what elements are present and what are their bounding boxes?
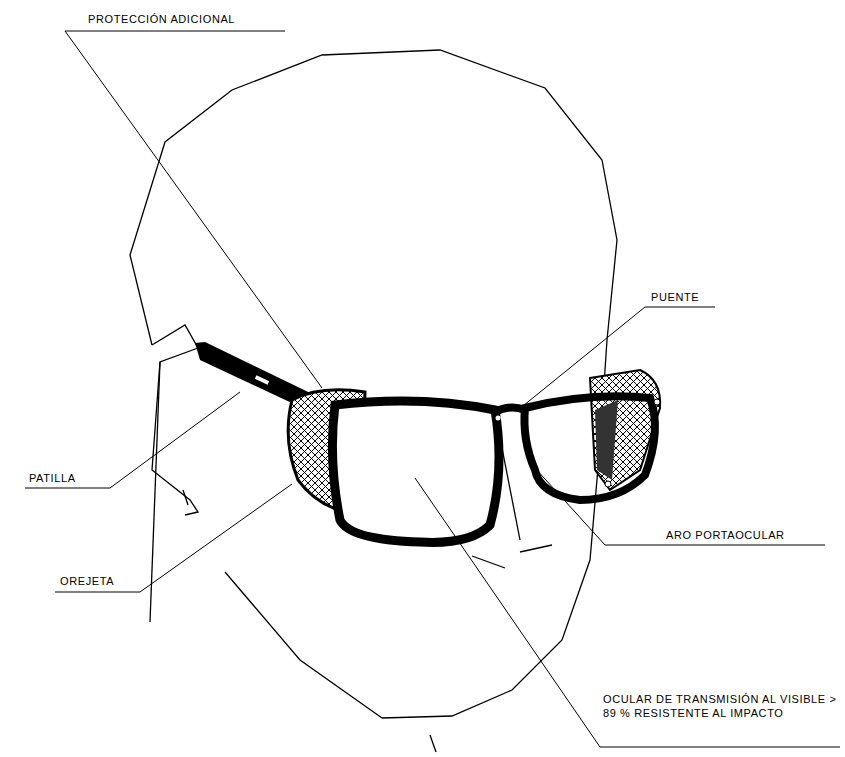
rivet: [496, 416, 501, 421]
rivet: [605, 481, 611, 487]
part-label: PUENTE: [649, 290, 701, 304]
part-label: OCULAR DE TRANSMISIÓN AL VISIBLE > 89 % …: [601, 692, 841, 720]
part-label: ARO PORTAOCULAR: [664, 528, 787, 542]
part-label: PROTECCIÓN ADICIONAL: [86, 12, 237, 26]
lens-frame: [332, 401, 499, 542]
rivet: [654, 399, 660, 405]
lens-frame: [524, 396, 655, 500]
part-label: OREJETA: [58, 574, 116, 588]
part-label: PATILLA: [27, 471, 78, 485]
side-shield: [595, 400, 618, 480]
leader-line: [25, 31, 840, 747]
